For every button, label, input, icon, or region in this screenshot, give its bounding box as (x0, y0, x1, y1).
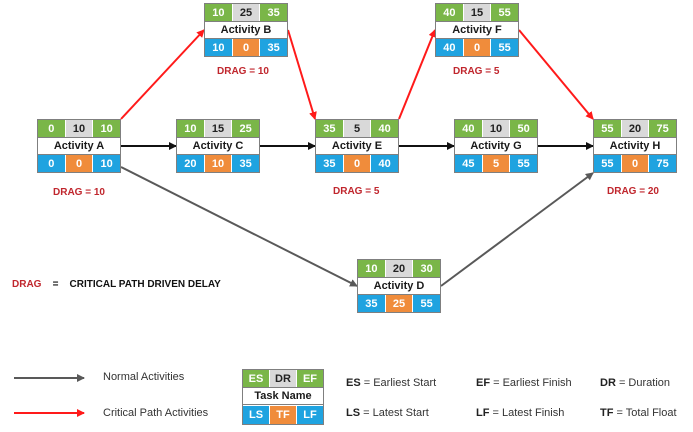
total-float: 10 (204, 155, 233, 172)
activity-name: Activity H (594, 137, 676, 155)
latest-finish: 75 (649, 155, 677, 172)
earliest-finish: 30 (413, 260, 441, 277)
drag-label-b: DRAG = 10 (217, 66, 269, 77)
earliest-start: 55 (594, 120, 622, 137)
drag-label-a: DRAG = 10 (53, 187, 105, 198)
total-float: 25 (385, 295, 414, 312)
arrow-d-to-h (440, 172, 594, 287)
arrow-e-to-f (398, 29, 437, 120)
duration: 5 (343, 120, 372, 137)
activity-name: Activity F (436, 21, 518, 39)
earliest-finish: 35 (260, 4, 288, 21)
drag-term: DRAG (12, 279, 42, 290)
key-ef: EF (297, 370, 323, 387)
total-float: 0 (232, 39, 261, 56)
drag-meaning: CRITICAL PATH DRIVEN DELAY (69, 279, 221, 290)
earliest-start: 10 (358, 260, 386, 277)
latest-finish: 55 (413, 295, 441, 312)
arrow-a-to-d (120, 166, 358, 287)
activity-name: Activity C (177, 137, 259, 155)
legend-normal-label: Normal Activities (103, 371, 185, 383)
arrow-f-to-h (518, 29, 594, 120)
latest-start: 40 (436, 39, 464, 56)
arrow-b-to-e (287, 29, 317, 120)
abbrev-es: ES = Earliest Start (346, 377, 437, 389)
latest-start: 10 (205, 39, 233, 56)
legend-critical-label: Critical Path Activities (103, 407, 209, 419)
abbrev-lf: LF = Latest Finish (476, 407, 565, 419)
latest-start: 20 (177, 155, 205, 172)
earliest-finish: 10 (93, 120, 121, 137)
earliest-finish: 40 (371, 120, 399, 137)
drag-equals: = (52, 279, 59, 290)
latest-finish: 55 (491, 39, 519, 56)
key-tf: TF (270, 406, 297, 424)
total-float: 0 (65, 155, 94, 172)
duration: 25 (232, 4, 261, 21)
earliest-start: 40 (436, 4, 464, 21)
latest-start: 35 (316, 155, 344, 172)
abbrev-ef: EF = Earliest Finish (476, 377, 572, 389)
earliest-start: 10 (177, 120, 205, 137)
earliest-finish: 50 (510, 120, 538, 137)
duration: 20 (385, 260, 414, 277)
legend-key-box: ES DR EF Task Name LS TF LF (242, 369, 324, 425)
earliest-start: 10 (205, 4, 233, 21)
latest-finish: 40 (371, 155, 399, 172)
total-float: 0 (463, 39, 492, 56)
earliest-start: 35 (316, 120, 344, 137)
total-float: 0 (343, 155, 372, 172)
earliest-start: 40 (455, 120, 483, 137)
activity-name: Activity D (358, 277, 440, 295)
latest-start: 0 (38, 155, 66, 172)
duration: 20 (621, 120, 650, 137)
earliest-finish: 75 (649, 120, 677, 137)
abbrev-dr: DR = Duration (600, 377, 671, 389)
drag-definition: DRAG = CRITICAL PATH DRIVEN DELAY (12, 279, 221, 290)
key-es: ES (243, 370, 270, 387)
total-float: 5 (482, 155, 511, 172)
key-lf: LF (297, 406, 323, 424)
duration: 10 (65, 120, 94, 137)
latest-start: 55 (594, 155, 622, 172)
latest-start: 45 (455, 155, 483, 172)
abbrev-ls: LS = Latest Start (346, 407, 429, 419)
earliest-finish: 25 (232, 120, 260, 137)
earliest-finish: 55 (491, 4, 519, 21)
duration: 15 (463, 4, 492, 21)
abbrev-tf: TF = Total Float (600, 407, 677, 419)
earliest-start: 0 (38, 120, 66, 137)
activity-name: Activity B (205, 21, 287, 39)
drag-label-e: DRAG = 5 (333, 186, 380, 197)
drag-label-h: DRAG = 20 (607, 186, 659, 197)
drag-label-f: DRAG = 5 (453, 66, 500, 77)
arrow-a-to-b (120, 29, 205, 120)
latest-start: 35 (358, 295, 386, 312)
key-task-name: Task Name (243, 387, 323, 405)
key-dr: DR (270, 370, 297, 387)
latest-finish: 55 (510, 155, 538, 172)
latest-finish: 35 (260, 39, 288, 56)
activity-name: Activity G (455, 137, 537, 155)
total-float: 0 (621, 155, 650, 172)
latest-finish: 10 (93, 155, 121, 172)
activity-name: Activity A (38, 137, 120, 155)
activity-name: Activity E (316, 137, 398, 155)
duration: 15 (204, 120, 233, 137)
key-ls: LS (243, 406, 270, 424)
duration: 10 (482, 120, 511, 137)
latest-finish: 35 (232, 155, 260, 172)
